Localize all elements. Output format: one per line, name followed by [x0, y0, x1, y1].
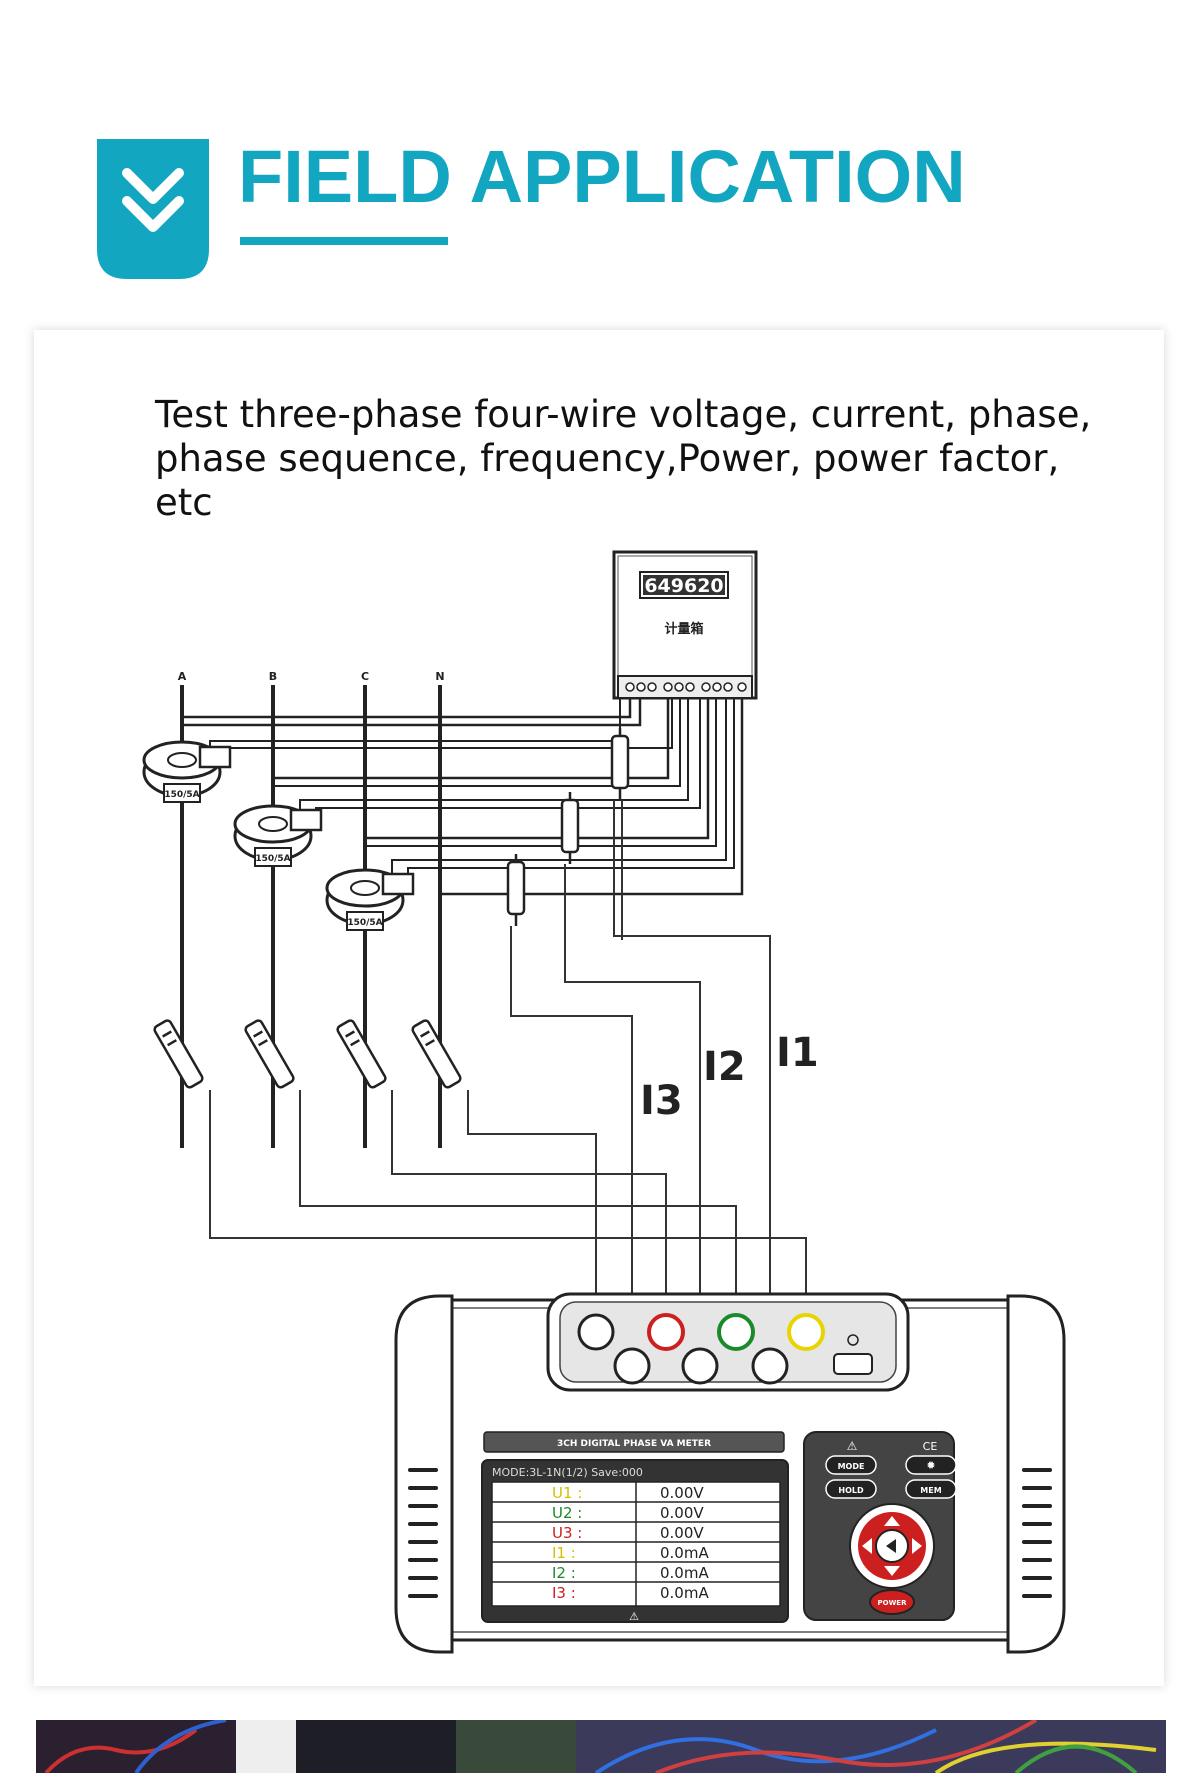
phase-va-meter: 3CH DIGITAL PHASE VA METER MODE:3L-1N(1/…: [394, 1292, 1066, 1654]
screen-row-i2-name: I2 :: [552, 1564, 576, 1582]
ce-mark-icon: CE: [923, 1440, 938, 1453]
field-photo-strip: [36, 1720, 1166, 1773]
current-leads: [510, 800, 771, 1312]
ct-phase-a: 150/5A: [142, 740, 232, 803]
screen-row-i2-value: 0.0mA: [660, 1564, 709, 1582]
jack-i3: [613, 1347, 651, 1385]
warning-icon: ⚠: [629, 1610, 639, 1623]
voltage-clips: [153, 1019, 462, 1089]
clamp-probes: [506, 728, 630, 926]
meter-reading: 649620: [644, 575, 723, 597]
meter-label: 计量箱: [664, 621, 703, 637]
jack-u2: [717, 1313, 755, 1351]
jack-u1: [787, 1313, 825, 1351]
jack-i2: [681, 1347, 719, 1385]
power-button[interactable]: [869, 1589, 915, 1615]
caution-icon: ⚠: [847, 1439, 858, 1453]
screen-row-u3-name: U3 :: [552, 1524, 582, 1542]
current-label-i1: I1: [776, 1030, 819, 1076]
jack-i1: [751, 1347, 789, 1385]
current-label-i2: I2: [703, 1044, 746, 1090]
jack-u3: [647, 1313, 685, 1351]
title-underline: [240, 237, 448, 245]
svg-text:150/5A: 150/5A: [347, 918, 382, 928]
meter-panel-title: 3CH DIGITAL PHASE VA METER: [557, 1439, 711, 1449]
description-line-1: Test three-phase four-wire voltage, curr…: [155, 393, 1092, 436]
ct-phase-b: 150/5A: [233, 804, 323, 867]
screen-row-i3-value: 0.0mA: [660, 1584, 709, 1602]
mem-button[interactable]: [905, 1479, 957, 1499]
chevron-down-icon: [97, 139, 209, 279]
gear-icon: ✹: [926, 1459, 935, 1472]
voltage-leads: [209, 1090, 807, 1312]
svg-text:POWER: POWER: [878, 1599, 908, 1607]
description-line-2: phase sequence, frequency,Power, power f…: [155, 437, 1060, 524]
phase-label-c: C: [361, 670, 369, 683]
svg-text:MEM: MEM: [920, 1486, 941, 1495]
phase-label-b: B: [269, 670, 277, 683]
application-description: Test three-phase four-wire voltage, curr…: [155, 393, 1115, 525]
screen-row-u2-value: 0.00V: [660, 1504, 704, 1522]
svg-text:MODE: MODE: [838, 1462, 865, 1471]
phase-label-a: A: [178, 670, 187, 683]
screen-row-u1-value: 0.00V: [660, 1484, 704, 1502]
phase-label-n: N: [435, 670, 444, 683]
screen-row-u3-value: 0.00V: [660, 1524, 704, 1542]
backlight-button[interactable]: [905, 1455, 957, 1475]
current-label-i3: I3: [640, 1078, 683, 1124]
screen-row-i1-value: 0.0mA: [660, 1544, 709, 1562]
jack-n: [577, 1313, 615, 1351]
svg-text:150/5A: 150/5A: [164, 790, 199, 800]
screen-row-i3-name: I3 :: [552, 1584, 576, 1602]
wiring-photo: [36, 1720, 1166, 1773]
ct-phase-c: 150/5A: [325, 868, 415, 931]
screen-row-i1-name: I1 :: [552, 1544, 576, 1562]
wiring-diagram: 649620 计量箱 A B C N: [142, 550, 1066, 1654]
screen-row-u2-name: U2 :: [552, 1504, 582, 1522]
screen-row-u1-name: U1 :: [552, 1484, 582, 1502]
mode-button[interactable]: [825, 1455, 877, 1475]
svg-text:150/5A: 150/5A: [255, 854, 290, 864]
hold-button[interactable]: [825, 1479, 877, 1499]
svg-text:HOLD: HOLD: [838, 1486, 864, 1495]
section-header: FIELD APPLICATION: [0, 0, 1200, 320]
energy-meter: 649620 计量箱: [612, 550, 758, 700]
screen-header: MODE:3L-1N(1/2) Save:000: [492, 1466, 643, 1479]
section-title: FIELD APPLICATION: [238, 135, 966, 218]
